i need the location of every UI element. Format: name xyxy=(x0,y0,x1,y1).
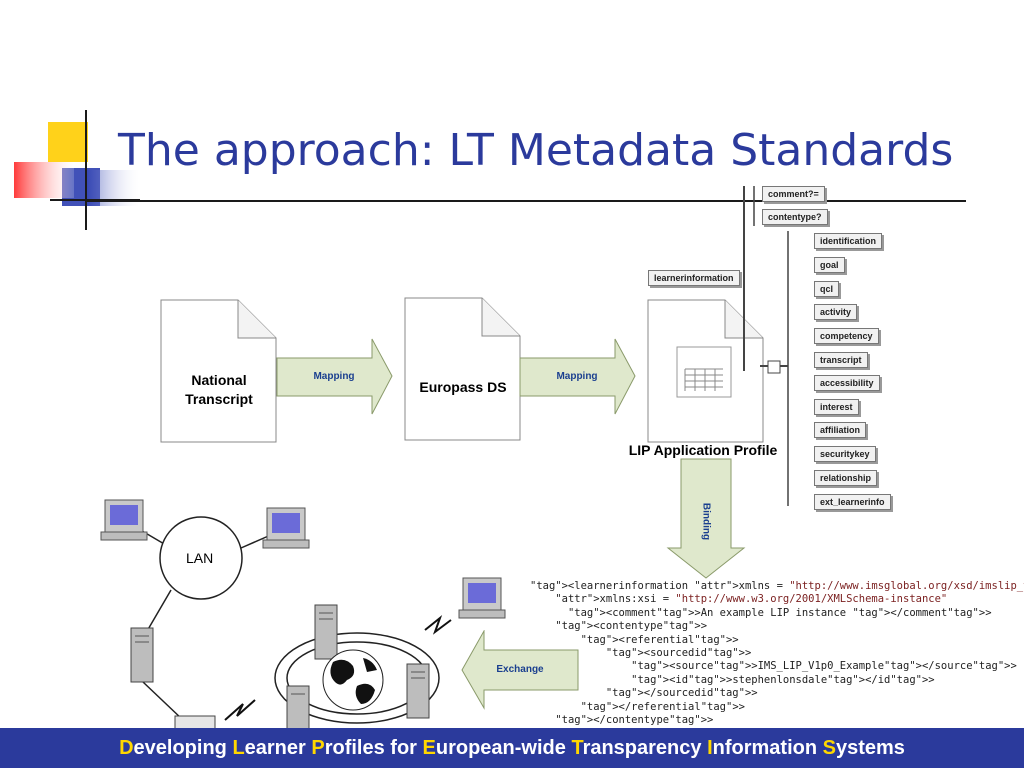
footer-bar xyxy=(0,728,1024,768)
xml-line: "tag"><learnerinformation "attr">xmlns =… xyxy=(530,580,1024,592)
tree-node: competency xyxy=(814,328,879,344)
mapping-arrow-1 xyxy=(276,338,393,415)
server-icon xyxy=(130,627,154,683)
footer-word: eveloping xyxy=(133,737,233,759)
lan-label: LAN xyxy=(186,550,214,566)
europass-doc xyxy=(404,297,521,441)
tree-node: accessibility xyxy=(814,375,880,391)
footer-initial: S xyxy=(822,737,836,759)
xml-line: "tag"></referential"tag">> xyxy=(580,700,745,713)
tree-node: ext_learnerinfo xyxy=(814,494,891,510)
footer-word: rofiles for xyxy=(324,737,423,759)
tree-node: interest xyxy=(814,399,859,415)
exchange-label: Exchange xyxy=(496,664,544,675)
footer-word: ystems xyxy=(835,737,905,759)
footer-initial: L xyxy=(232,737,245,759)
footer-word: earner xyxy=(244,737,312,759)
footer-word: uropean-wide xyxy=(435,737,572,759)
tree-root-node: learnerinformation xyxy=(648,270,740,286)
lightning-icon xyxy=(424,615,452,635)
tree-node: activity xyxy=(814,304,858,320)
xml-line: "tag"></sourcedid"tag">> xyxy=(605,687,758,700)
xml-line: "tag"><id"tag">>stephenlonsdale"tag"></i… xyxy=(631,673,935,686)
xml-line: "tag"><referential"tag">> xyxy=(580,633,739,646)
europass-label: Europass DS xyxy=(419,379,507,395)
computer-icon xyxy=(262,507,310,549)
tree-node: goal xyxy=(814,257,845,273)
yellow-square xyxy=(48,122,88,162)
mapping-label-2: Mapping xyxy=(556,371,598,382)
footer-initial: D xyxy=(119,737,134,759)
binding-label: Binding xyxy=(700,502,712,541)
footer-initial: I xyxy=(707,737,713,759)
footer-word: nformation xyxy=(712,737,823,759)
tree-node: comment?= xyxy=(762,186,825,202)
tree-node: affiliation xyxy=(814,422,866,438)
server-icon xyxy=(406,663,430,719)
xml-line: "tag"><sourcedid"tag">> xyxy=(605,647,752,660)
tree-node: identification xyxy=(814,233,882,249)
xml-line: "tag"><source"tag">>IMS_LIP_V1p0_Example… xyxy=(631,660,1017,673)
red-gradient-square xyxy=(14,162,74,198)
tree-node: relationship xyxy=(814,470,878,486)
tree-root: learnerinformation xyxy=(648,270,740,286)
server-icon xyxy=(286,685,310,730)
tree-node: contentype? xyxy=(762,209,828,225)
national-transcript-label: National Transcript xyxy=(185,372,253,407)
exchange-arrow xyxy=(461,630,579,710)
binding-arrow xyxy=(666,458,746,579)
footer-initial: E xyxy=(422,737,436,759)
lan-circle xyxy=(159,516,243,600)
national-transcript-doc xyxy=(160,299,277,443)
xml-line: "tag"></contentype"tag">> xyxy=(555,714,714,727)
tree-connectors xyxy=(743,186,789,506)
computer-icon xyxy=(458,577,506,619)
lightning-icon xyxy=(224,699,256,721)
title-underline xyxy=(86,200,966,202)
tree-node: securitykey xyxy=(814,446,876,462)
tree-node: qcl xyxy=(814,281,840,297)
computer-icon xyxy=(100,499,148,541)
xml-line: "tag"><contentype"tag">> xyxy=(555,620,708,633)
modem-icon xyxy=(174,715,216,730)
footer-initial: T xyxy=(571,737,583,759)
server-icon xyxy=(314,604,338,660)
table-icon xyxy=(676,346,732,398)
slide-title: The approach: LT Metadata Standards xyxy=(118,125,954,176)
tree-node: transcript xyxy=(814,352,868,368)
lip-profile-label: LIP Application Profile xyxy=(628,442,778,458)
mapping-label-1: Mapping xyxy=(313,371,355,382)
footer-text: Developing Learner Profiles for European… xyxy=(0,737,1024,760)
footer-initial: P xyxy=(311,737,325,759)
footer-word: ransparency xyxy=(582,737,708,759)
globe-icon xyxy=(322,649,384,711)
xml-line: "tag"><comment"tag">>An example LIP inst… xyxy=(567,606,992,619)
network-diagram xyxy=(100,499,506,730)
xml-code-block: "tag"><learnerinformation "attr">xmlns =… xyxy=(530,580,1024,741)
lip-doc xyxy=(647,299,764,443)
xml-line: "attr">xmlns:xsi = "http://www.w3.org/20… xyxy=(555,593,948,606)
mapping-arrow-2 xyxy=(519,338,636,415)
